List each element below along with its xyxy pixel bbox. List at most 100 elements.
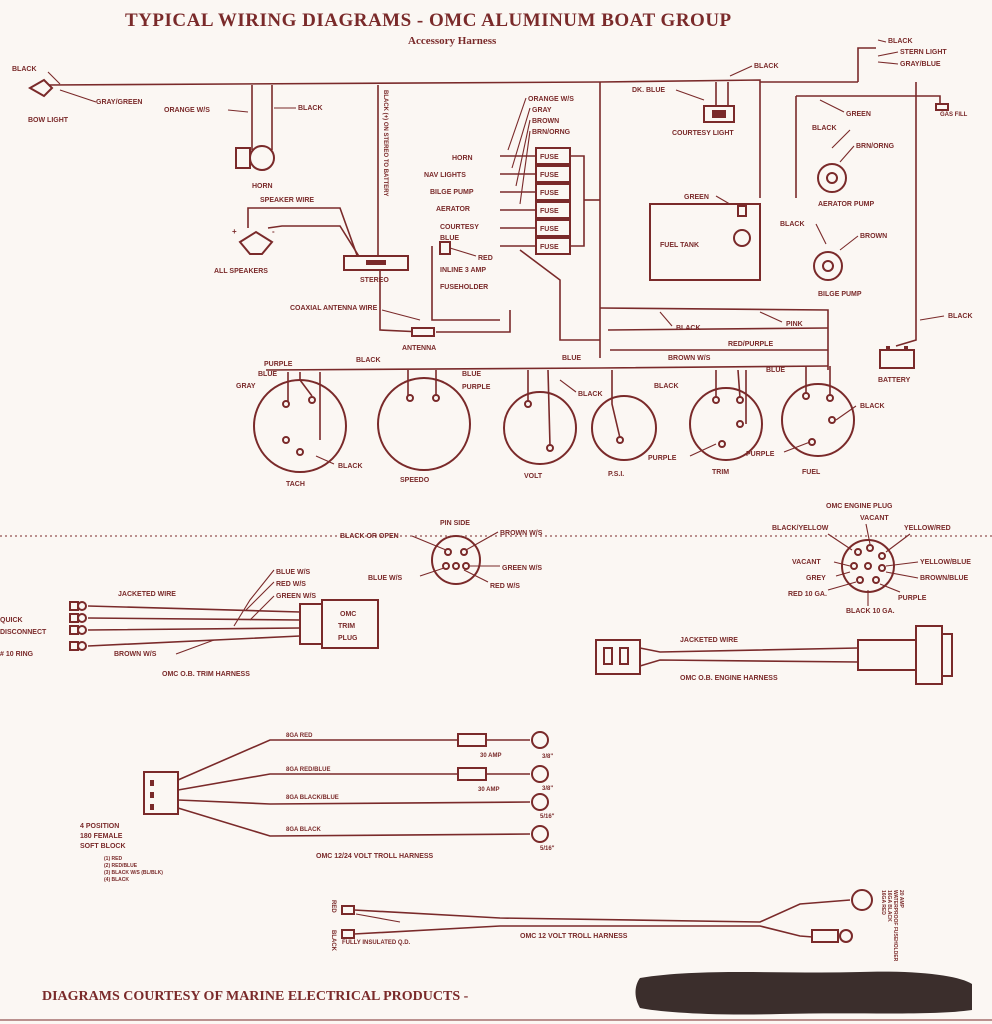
svg-text:BLACK/YELLOW: BLACK/YELLOW (772, 525, 829, 532)
svg-text:STEREO: STEREO (360, 277, 389, 284)
svg-text:(2) RED/BLUE: (2) RED/BLUE (104, 863, 138, 869)
svg-text:BLUE W/S: BLUE W/S (368, 575, 403, 582)
svg-text:OMC ENGINE PLUG: OMC ENGINE PLUG (826, 503, 893, 510)
page-title: TYPICAL WIRING DIAGRAMS - OMC ALUMINUM B… (125, 10, 732, 31)
svg-text:8GA BLACK: 8GA BLACK (286, 827, 321, 833)
svg-text:P.S.I.: P.S.I. (608, 471, 624, 478)
svg-text:4 POSITION: 4 POSITION (80, 823, 119, 830)
svg-text:PURPLE: PURPLE (898, 595, 927, 602)
svg-text:YELLOW/BLUE: YELLOW/BLUE (920, 559, 971, 566)
svg-text:BRN/ORNG: BRN/ORNG (532, 129, 571, 136)
svg-text:INLINE 3 AMP: INLINE 3 AMP (440, 267, 486, 274)
soft-block-connector (143, 771, 179, 815)
svg-text:BLUE: BLUE (562, 355, 581, 362)
svg-text:YELLOW/RED: YELLOW/RED (904, 525, 951, 532)
svg-text:FUSEHOLDER: FUSEHOLDER (440, 284, 488, 291)
svg-text:+: + (232, 227, 237, 236)
svg-text:BLACK: BLACK (948, 313, 973, 320)
svg-text:BROWN W/S: BROWN W/S (114, 651, 157, 658)
svg-text:BLACK: BLACK (860, 403, 885, 410)
svg-text:BLACK: BLACK (12, 66, 37, 73)
svg-text:RED W/S: RED W/S (490, 583, 520, 590)
svg-text:COURTESY: COURTESY (440, 224, 479, 231)
bow-light-icon (27, 78, 54, 98)
svg-text:RED 10 GA.: RED 10 GA. (788, 591, 827, 598)
svg-text:HORN: HORN (452, 155, 473, 162)
svg-text:TACH: TACH (286, 481, 305, 488)
svg-text:FULLY INSULATED Q.D.: FULLY INSULATED Q.D. (342, 940, 411, 946)
svg-text:BLACK: BLACK (356, 357, 381, 364)
svg-text:BLACK: BLACK (812, 125, 837, 132)
horn-icon (249, 145, 275, 171)
svg-text:PLUG: PLUG (338, 635, 358, 642)
svg-text:ORANGE W/S: ORANGE W/S (528, 96, 574, 103)
svg-text:TRIM: TRIM (338, 623, 355, 630)
svg-text:DK. BLUE: DK. BLUE (632, 87, 665, 94)
svg-text:RED: RED (478, 255, 493, 262)
svg-text:GRAY: GRAY (532, 107, 552, 114)
svg-text:BLACK: BLACK (888, 38, 913, 45)
svg-text:8GA BLACK/BLUE: 8GA BLACK/BLUE (286, 795, 339, 801)
svg-text:FUSE: FUSE (540, 172, 559, 179)
svg-text:GREEN: GREEN (684, 194, 709, 201)
svg-text:PIN SIDE: PIN SIDE (440, 520, 470, 527)
troll-fuse-1 (457, 733, 487, 747)
svg-text:PURPLE: PURPLE (264, 361, 293, 368)
svg-text:NAV LIGHTS: NAV LIGHTS (424, 172, 466, 179)
svg-text:-: - (272, 227, 275, 236)
svg-text:VACANT: VACANT (860, 515, 889, 522)
svg-text:WATERPROOF FUSEHOLDER: WATERPROOF FUSEHOLDER (892, 890, 898, 962)
svg-text:BLACK: BLACK (338, 463, 363, 470)
svg-text:GREY: GREY (806, 575, 826, 582)
trim-plug-pin-side (431, 535, 481, 585)
svg-text:GAS FILL: GAS FILL (940, 112, 968, 118)
page-subtitle: Accessory Harness (408, 35, 497, 47)
svg-text:PINK: PINK (786, 321, 803, 328)
svg-text:FUEL: FUEL (802, 469, 821, 476)
svg-text:VOLT: VOLT (524, 473, 543, 480)
svg-text:BLACK: BLACK (676, 325, 701, 332)
svg-text:JACKETED WIRE: JACKETED WIRE (118, 591, 176, 598)
engine-harness-connector (595, 639, 641, 675)
svg-text:FUSE: FUSE (540, 208, 559, 215)
svg-text:AERATOR: AERATOR (436, 206, 470, 213)
svg-text:(3) BLACK W/S (BL/BLK): (3) BLACK W/S (BL/BLK) (104, 870, 163, 876)
svg-text:VACANT: VACANT (792, 559, 821, 566)
svg-text:16GA RED: 16GA RED (880, 890, 886, 915)
svg-text:BLACK: BLACK (578, 391, 603, 398)
engine-harness-plug (857, 639, 917, 671)
svg-text:BLACK OR OPEN: BLACK OR OPEN (340, 533, 399, 540)
svg-text:30 AMP: 30 AMP (480, 753, 501, 759)
svg-text:PURPLE: PURPLE (462, 384, 491, 391)
speedo-gauge (377, 377, 471, 471)
gauge-row: PURPLE BLUE GRAY BLACK TACH BLACK BLUE P… (236, 355, 885, 488)
svg-text:BRN/ORNG: BRN/ORNG (856, 143, 895, 150)
svg-text:BROWN W/S: BROWN W/S (500, 530, 543, 537)
svg-text:SPEEDO: SPEEDO (400, 477, 430, 484)
svg-text:FUSE: FUSE (540, 226, 559, 233)
svg-text:OMC O.B. ENGINE HARNESS: OMC O.B. ENGINE HARNESS (680, 675, 778, 682)
svg-text:RED W/S: RED W/S (276, 581, 306, 588)
svg-text:3/8": 3/8" (542, 754, 553, 760)
svg-text:ORANGE W/S: ORANGE W/S (164, 107, 210, 114)
svg-text:8GA RED/BLUE: 8GA RED/BLUE (286, 767, 330, 773)
omc-trim-plug (299, 603, 323, 645)
speaker-icon (238, 230, 274, 255)
svg-text:QUICK: QUICK (0, 617, 23, 624)
psi-gauge (591, 395, 657, 461)
svg-text:BLUE W/S: BLUE W/S (276, 569, 311, 576)
svg-text:AERATOR PUMP: AERATOR PUMP (818, 201, 874, 208)
redaction-mark (635, 971, 972, 1015)
svg-text:5/16": 5/16" (540, 814, 555, 820)
svg-text:180 FEMALE: 180 FEMALE (80, 833, 123, 840)
svg-text:BLUE: BLUE (258, 371, 277, 378)
svg-text:COAXIAL ANTENNA WIRE: COAXIAL ANTENNA WIRE (290, 305, 378, 312)
svg-text:BROWN/BLUE: BROWN/BLUE (920, 575, 969, 582)
svg-text:8GA RED: 8GA RED (286, 733, 313, 739)
troll-harness-12-24: 8GA RED 8GA RED/BLUE 8GA BLACK/BLUE 8GA … (80, 731, 555, 883)
svg-text:BLACK: BLACK (298, 105, 323, 112)
svg-text:ALL SPEAKERS: ALL SPEAKERS (214, 268, 268, 275)
svg-text:JACKETED WIRE: JACKETED WIRE (680, 637, 738, 644)
svg-text:TRIM: TRIM (712, 469, 729, 476)
svg-text:OMC 12/24 VOLT TROLL HARNESS: OMC 12/24 VOLT TROLL HARNESS (316, 853, 434, 860)
